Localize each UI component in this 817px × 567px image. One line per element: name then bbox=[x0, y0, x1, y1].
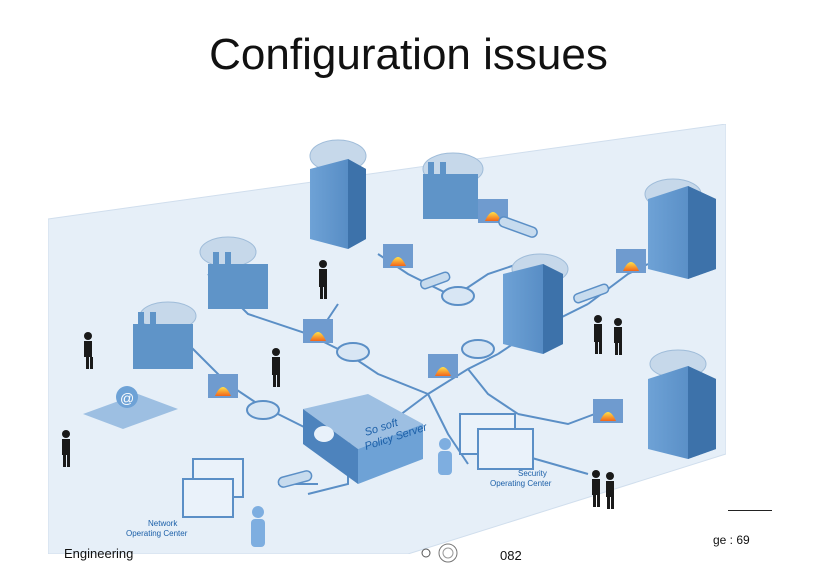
people-group bbox=[62, 260, 622, 509]
building-tall-2 bbox=[503, 264, 563, 354]
building-tall-3 bbox=[648, 186, 716, 279]
footer-mid-text: 082 bbox=[500, 548, 522, 563]
remote-office: @ bbox=[83, 386, 178, 429]
svg-text:@: @ bbox=[120, 390, 134, 406]
network-illustration: So soft Policy Server Security Operating… bbox=[48, 124, 726, 554]
slide-title: Configuration issues bbox=[209, 30, 608, 79]
footer-rule bbox=[728, 510, 772, 511]
network-operating-center: Network Operating Center bbox=[126, 458, 244, 538]
building-tall-4 bbox=[648, 366, 716, 459]
factory-3 bbox=[133, 312, 193, 369]
router-group bbox=[246, 286, 495, 420]
factory-1 bbox=[423, 162, 478, 219]
security-operating-center: Security Operating Center bbox=[459, 413, 552, 488]
network-center-label-1: Network bbox=[148, 519, 178, 528]
footer-left-text: Engineering bbox=[64, 546, 134, 561]
security-center-label-2: Operating Center bbox=[490, 479, 552, 488]
vpn-tunnels bbox=[277, 216, 610, 488]
operators bbox=[251, 438, 452, 547]
firewall-group bbox=[208, 199, 646, 423]
building-tall-1 bbox=[310, 159, 366, 249]
policy-server: So soft Policy Server bbox=[303, 394, 430, 484]
page-number: ge : 69 bbox=[713, 533, 750, 547]
factory-2 bbox=[208, 252, 268, 309]
floor-plane bbox=[48, 124, 726, 554]
security-center-label-1: Security bbox=[518, 469, 547, 478]
seal-logo bbox=[421, 543, 458, 563]
floor-grid bbox=[48, 124, 726, 554]
network-center-label-2: Operating Center bbox=[126, 529, 188, 538]
